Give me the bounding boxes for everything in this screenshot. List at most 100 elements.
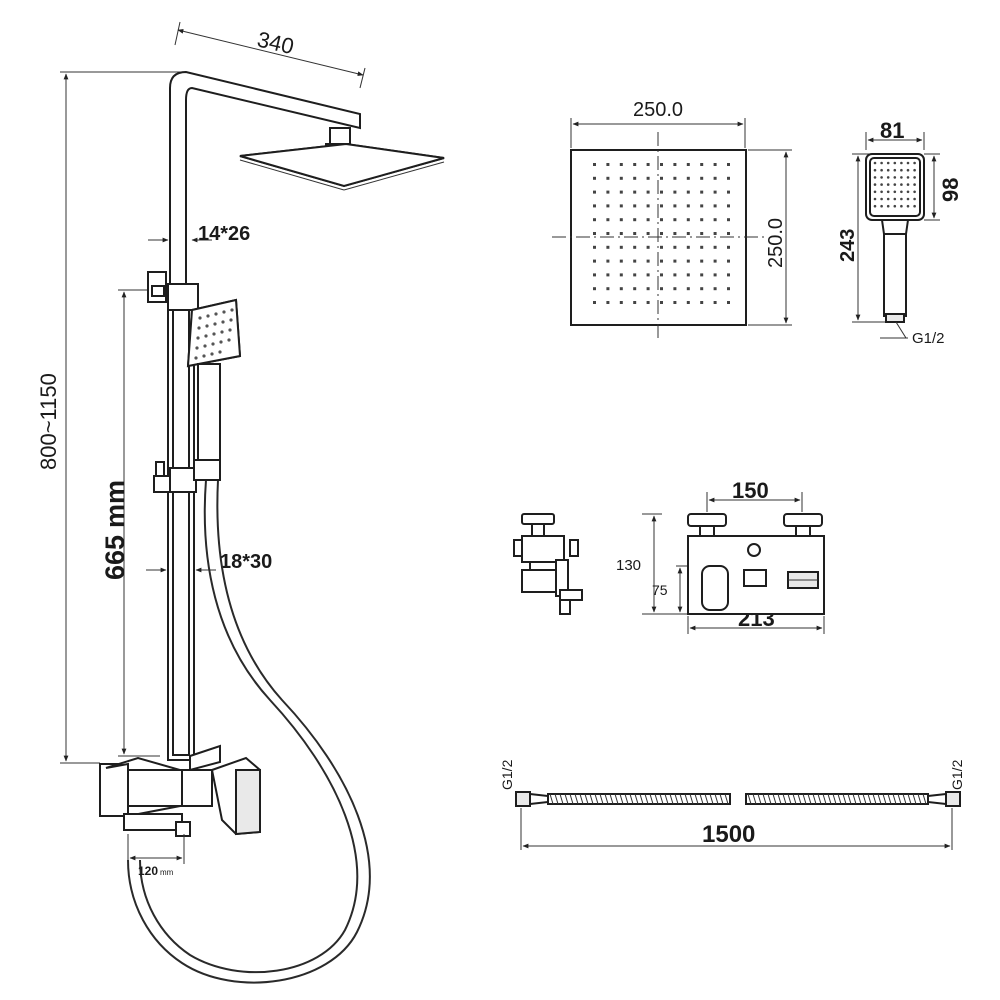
nozzle-dot: [727, 204, 730, 208]
hand-nozzle-dot: [886, 176, 890, 179]
spout-length-unit: mm: [160, 868, 174, 877]
hand-nozzle-dot: [893, 204, 897, 208]
hose-coil: [689, 793, 694, 805]
hose-coil: [719, 793, 724, 805]
hose-coil: [852, 793, 857, 805]
nozzle-dot: [619, 245, 623, 249]
nozzle-dot: [673, 176, 677, 180]
nozzle-dot: [633, 204, 637, 208]
hand-nozzle-dot: [880, 161, 883, 165]
hose-coil: [589, 793, 594, 805]
bath-mixer-end-view: [513, 513, 583, 615]
nozzle-dot: [606, 204, 610, 208]
nozzle-dot: [646, 259, 650, 263]
nozzle-dot: [660, 218, 663, 222]
hose-coil: [704, 793, 709, 805]
mixer-height-label: 130: [616, 557, 641, 574]
nozzle-dot: [593, 176, 596, 180]
hand-nozzle-dot: [880, 197, 883, 201]
nozzle-dot: [727, 273, 730, 277]
hose-coil: [857, 793, 862, 805]
nozzle-dot: [619, 204, 623, 208]
nozzle-dot: [646, 163, 650, 166]
nozzle-dot: [646, 301, 650, 304]
hand-shower-width-label: 81: [880, 118, 904, 143]
nozzle-dot: [713, 176, 717, 180]
hose-coil: [777, 793, 782, 805]
hand-nozzle-dot: [886, 197, 890, 201]
hose-coil: [892, 793, 897, 805]
nozzle-dot: [660, 204, 663, 208]
hand-nozzle-dot: [893, 161, 897, 165]
nozzle-dot: [686, 259, 690, 263]
nozzle-dot: [660, 259, 663, 263]
nozzle-dot: [727, 245, 730, 249]
shower-hose-drawing: G1/2 G1/2 1500: [499, 759, 965, 850]
nozzle-dot: [713, 301, 717, 304]
hose-coil: [619, 793, 624, 805]
hose-coil: [624, 793, 629, 805]
hand-nozzle-dot: [873, 161, 877, 165]
nozzle-dot: [619, 190, 623, 194]
hose-coil: [867, 793, 872, 805]
nozzle-dot: [727, 176, 730, 180]
nozzle-dot: [660, 190, 663, 194]
nozzle-dot: [660, 245, 663, 249]
nozzle-dot: [727, 163, 730, 166]
hose-coil: [827, 793, 832, 805]
rain-shower-head-side: [239, 127, 445, 191]
hand-nozzle-dot: [913, 204, 916, 208]
nozzle-dot: [700, 163, 704, 166]
nozzle-dot: [606, 245, 610, 249]
nozzle-dot: [700, 301, 704, 304]
hand-nozzle-dot: [913, 197, 916, 201]
nozzle-dot: [686, 273, 690, 277]
slide-bar-height-dimension: 665 mm: [100, 289, 160, 757]
nozzle-dot: [619, 259, 623, 263]
hose-coil: [644, 793, 649, 805]
nozzle-dot: [633, 245, 637, 249]
hose-coil: [684, 793, 689, 805]
nozzle-dot: [700, 204, 704, 208]
upper-pipe-section-label: 14*26: [198, 223, 250, 245]
nozzle-dot: [593, 287, 596, 291]
nozzle-dot: [713, 204, 717, 208]
hand-nozzle-dot: [900, 183, 903, 186]
nozzle-dot: [633, 301, 637, 304]
hand-nozzle-dot: [906, 168, 910, 172]
hand-nozzle-dot: [906, 190, 910, 194]
nozzle-dot: [606, 301, 610, 304]
nozzle-dot: [700, 218, 704, 222]
nozzle-dot: [700, 176, 704, 180]
nozzle-dot: [673, 245, 677, 249]
hose-coil: [714, 793, 719, 805]
nozzle-dot: [686, 232, 690, 235]
hand-shower-head-height-label: 98: [938, 178, 963, 202]
nozzle-dot: [646, 287, 650, 291]
hand-nozzle-dot: [886, 161, 890, 165]
nozzle-dot: [646, 273, 650, 277]
nozzle-dot: [593, 245, 596, 249]
nozzle-dot: [673, 301, 677, 304]
hose-coil: [797, 793, 802, 805]
nozzle-dot: [673, 218, 677, 222]
hand-nozzle-dot: [906, 176, 910, 179]
hand-shower-nozzle-grid: [873, 161, 916, 208]
hand-nozzle-dot: [880, 176, 883, 179]
shower-hose: [139, 479, 359, 974]
hand-nozzle-dot: [880, 183, 883, 186]
hand-nozzle-dot: [900, 161, 903, 165]
hose-coils: [549, 793, 927, 805]
hose-coil: [584, 793, 589, 805]
nozzle-dot: [633, 287, 637, 291]
hand-nozzle-dot: [873, 204, 877, 208]
nozzle-dot: [619, 176, 623, 180]
nozzle-dot: [686, 301, 690, 304]
nozzle-dot: [633, 176, 637, 180]
hose-coil: [634, 793, 639, 805]
rain-head-nozzle-grid: [593, 163, 730, 304]
nozzle-dot: [686, 204, 690, 208]
nozzle-dot: [727, 259, 730, 263]
nozzle-dot: [633, 232, 637, 235]
hose-coil: [579, 793, 584, 805]
